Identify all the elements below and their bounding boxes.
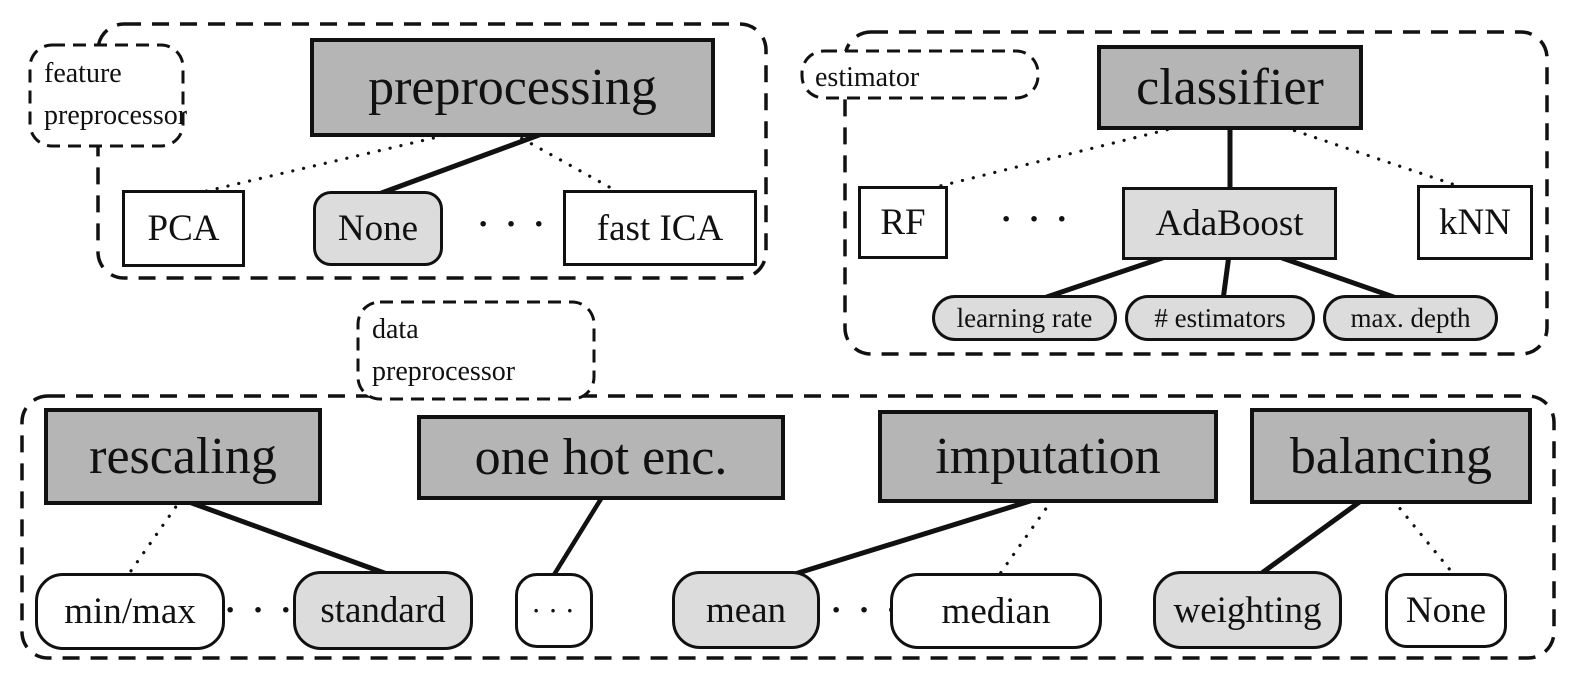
- pill-max-depth: max. depth: [1323, 295, 1498, 341]
- ellipsis-feature-options: · · ·: [477, 206, 549, 243]
- edge-imputation-mean: [781, 495, 1041, 581]
- node-imputation: imputation: [878, 410, 1218, 503]
- bubble-feature-preprocessor: [28, 43, 185, 148]
- node-mean: mean: [672, 571, 820, 649]
- pill-learning-rate: learning rate: [932, 295, 1117, 341]
- node-one-hot-ellipsis: · · ·: [515, 573, 593, 648]
- label-estimator: estimator: [815, 62, 920, 93]
- node-none-balancing: None: [1385, 573, 1507, 648]
- group-data-preprocessor-outline: [20, 394, 1556, 660]
- node-pca: PCA: [122, 190, 245, 267]
- node-median: median: [890, 573, 1102, 649]
- label-data-preprocessor-line2: preprocessor: [372, 356, 516, 387]
- edge-onehot-ellipsis: [550, 492, 606, 580]
- label-feature-preprocessor: feature preprocessor: [44, 53, 187, 137]
- edge-balancing-weighting: [1253, 495, 1367, 581]
- node-standard: standard: [293, 571, 473, 650]
- label-feature-preprocessor-line1: feature: [44, 58, 122, 89]
- node-rf: RF: [858, 186, 948, 259]
- node-minmax: min/max: [35, 573, 225, 650]
- edge-imputation-median: [995, 498, 1054, 580]
- label-data-preprocessor-line1: data: [372, 314, 419, 345]
- node-none-feature: None: [313, 191, 443, 266]
- edge-adaboost-learning-rate: [1031, 249, 1181, 305]
- node-fast-ica: fast ICA: [563, 190, 757, 266]
- group-feature-preprocessor-outline: [96, 22, 768, 280]
- edge-preprocessing-none: [367, 125, 559, 201]
- pill-num-estimators: # estimators: [1125, 295, 1315, 341]
- ellipsis-classifier-options: · · ·: [1000, 201, 1072, 238]
- bubble-estimator: [800, 49, 1040, 100]
- edge-classifier-knn: [1282, 125, 1472, 192]
- node-adaboost: AdaBoost: [1122, 187, 1337, 260]
- ellipsis-imputation-options: · · ·: [830, 592, 902, 629]
- edge-adaboost-num-estimators: [1220, 254, 1232, 301]
- node-one-hot-enc: one hot enc.: [417, 415, 785, 500]
- edge-preprocessing-pca: [196, 131, 457, 195]
- edge-rescaling-standard: [177, 495, 399, 581]
- edge-rescaling-minmax: [124, 496, 184, 580]
- edge-balancing-none: [1391, 498, 1457, 578]
- node-balancing: balancing: [1250, 408, 1532, 504]
- node-classifier: classifier: [1097, 45, 1363, 130]
- edge-adaboost-max-depth: [1264, 249, 1409, 305]
- label-data-preprocessor: data preprocessor: [372, 309, 515, 393]
- ellipsis-rescaling-options: · · ·: [224, 592, 296, 629]
- bubble-data-preprocessor: [356, 300, 596, 401]
- edge-preprocessing-fastica: [510, 131, 622, 195]
- node-weighting: weighting: [1153, 571, 1342, 649]
- node-rescaling: rescaling: [44, 408, 322, 505]
- node-knn: kNN: [1417, 185, 1533, 260]
- group-estimator-outline: [843, 30, 1549, 356]
- node-preprocessing: preprocessing: [310, 38, 715, 137]
- label-feature-preprocessor-line2: preprocessor: [44, 100, 188, 131]
- edge-classifier-rf: [918, 125, 1180, 193]
